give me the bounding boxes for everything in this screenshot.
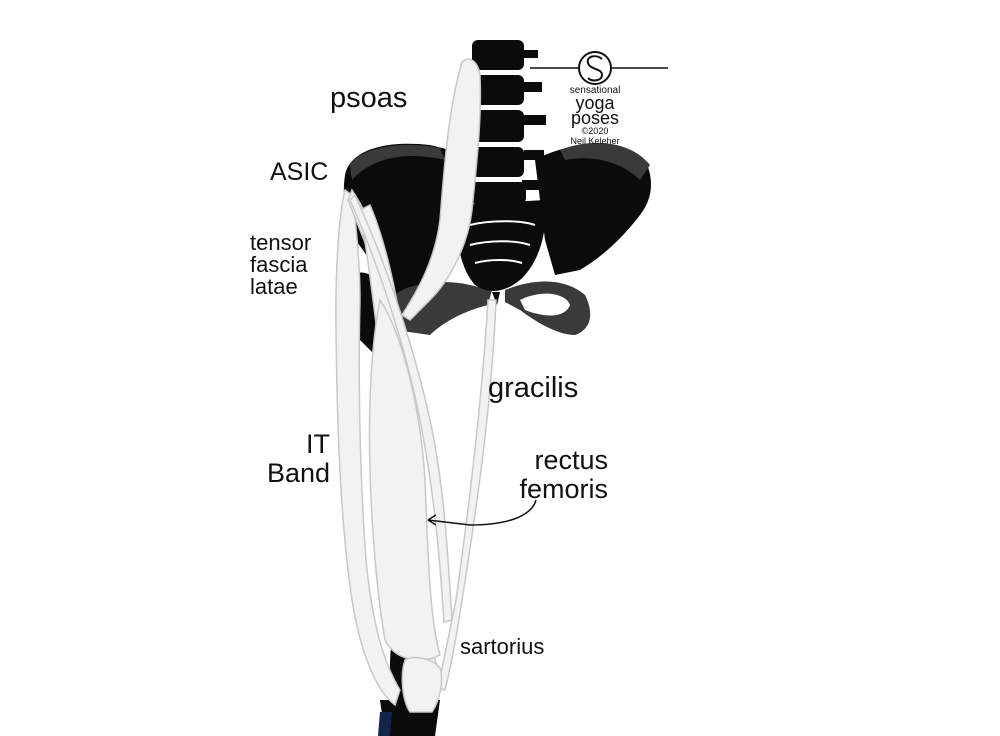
rectus-femoris-arrow bbox=[427, 499, 537, 526]
label-asic: ASIC bbox=[270, 158, 329, 186]
logo-author: Neil Keleher bbox=[570, 136, 620, 146]
label-tensor-fascia-latae: tensor fascia latae bbox=[250, 230, 312, 299]
patellar-tendon bbox=[401, 656, 443, 713]
right-ilium bbox=[535, 145, 652, 275]
sartorius-muscle bbox=[349, 193, 453, 623]
coccyx bbox=[492, 292, 500, 305]
spinous-3 bbox=[524, 115, 546, 125]
lumbar-spine bbox=[470, 40, 546, 204]
rectus-femoris-arrowhead bbox=[427, 514, 437, 526]
vertebra-l1 bbox=[472, 40, 524, 70]
spinous-5 bbox=[522, 180, 540, 190]
logo-line3: poses bbox=[570, 108, 620, 128]
label-it-band: IT Band bbox=[266, 429, 330, 488]
logo-s bbox=[586, 55, 604, 82]
vertebra-l3 bbox=[472, 110, 524, 142]
spinous-4 bbox=[524, 150, 544, 160]
left-iliac-crest bbox=[350, 144, 445, 180]
logo-year: ©2020 bbox=[581, 126, 609, 136]
vertebra-l2 bbox=[472, 75, 524, 105]
logo-mark bbox=[530, 51, 668, 85]
right-iliac-crest bbox=[560, 142, 650, 180]
sacral-line-2 bbox=[469, 240, 531, 246]
spinous-2 bbox=[522, 82, 542, 92]
label-gracilis: gracilis bbox=[488, 372, 579, 404]
label-psoas: psoas bbox=[330, 82, 408, 114]
spinous-1 bbox=[520, 50, 538, 58]
logo: sensational yoga poses ©2020 Neil Kelehe… bbox=[560, 46, 630, 147]
vertebra-l5 bbox=[470, 182, 526, 204]
it-band-muscle bbox=[335, 188, 401, 707]
vertebra-l4 bbox=[472, 147, 524, 177]
logo-line2: yoga bbox=[575, 93, 615, 113]
psoas-muscle bbox=[400, 58, 482, 321]
gracilis-muscle bbox=[437, 299, 497, 691]
label-rectus-femoris: rectus femoris bbox=[519, 445, 608, 504]
label-sartorius: sartorius bbox=[460, 634, 545, 659]
sacral-line-3 bbox=[474, 259, 523, 264]
muscles bbox=[335, 58, 497, 713]
sacral-line-1 bbox=[469, 220, 536, 226]
obturator-right bbox=[520, 293, 570, 316]
fibula-top bbox=[378, 712, 392, 736]
logo-line1: sensational bbox=[569, 85, 621, 96]
